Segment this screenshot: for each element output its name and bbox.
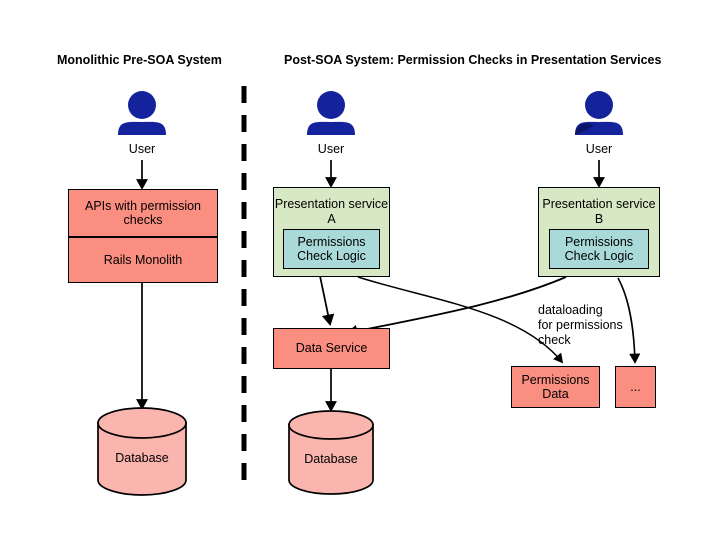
- curve-service-b-to-ellipsis: [617, 277, 641, 364]
- database-label-left: Database: [115, 451, 169, 465]
- database-cylinder-middle: [288, 410, 374, 495]
- left-section-title: Monolithic Pre-SOA System: [57, 53, 222, 67]
- arrow-service-a-to-data-service: [319, 275, 335, 327]
- box-ellipsis[interactable]: ...: [615, 366, 656, 408]
- actor-label-left: User: [128, 142, 156, 156]
- actor-icon-middle: [307, 91, 355, 135]
- curve-service-a-to-permissions-data: [357, 276, 564, 364]
- box-permissions-check-logic-a[interactable]: Permissions Check Logic: [283, 229, 380, 269]
- box-permissions-check-logic-b[interactable]: Permissions Check Logic: [549, 229, 649, 269]
- curve-service-b-to-data-service: [345, 276, 567, 338]
- actor-icon-left: [118, 91, 166, 135]
- box-rails-monolith[interactable]: Rails Monolith: [68, 237, 218, 283]
- box-data-service[interactable]: Data Service: [273, 328, 390, 369]
- presentation-service-a-title: Presentation service A: [274, 197, 389, 226]
- box-permissions-data[interactable]: Permissions Data: [511, 366, 600, 408]
- right-section-title: Post-SOA System: Permission Checks in Pr…: [284, 53, 662, 67]
- annotation-dataloading-for-permissions-check: dataloading for permissions check: [538, 303, 623, 347]
- presentation-service-b-title: Presentation service B: [542, 197, 656, 226]
- actor-label-middle: User: [317, 142, 345, 156]
- actor-icon-right: [575, 91, 623, 135]
- actor-label-right: User: [585, 142, 613, 156]
- database-cylinder-left: [97, 407, 187, 496]
- box-apis-with-permission-checks[interactable]: APIs with permission checks: [68, 189, 218, 237]
- database-label-middle: Database: [304, 452, 358, 466]
